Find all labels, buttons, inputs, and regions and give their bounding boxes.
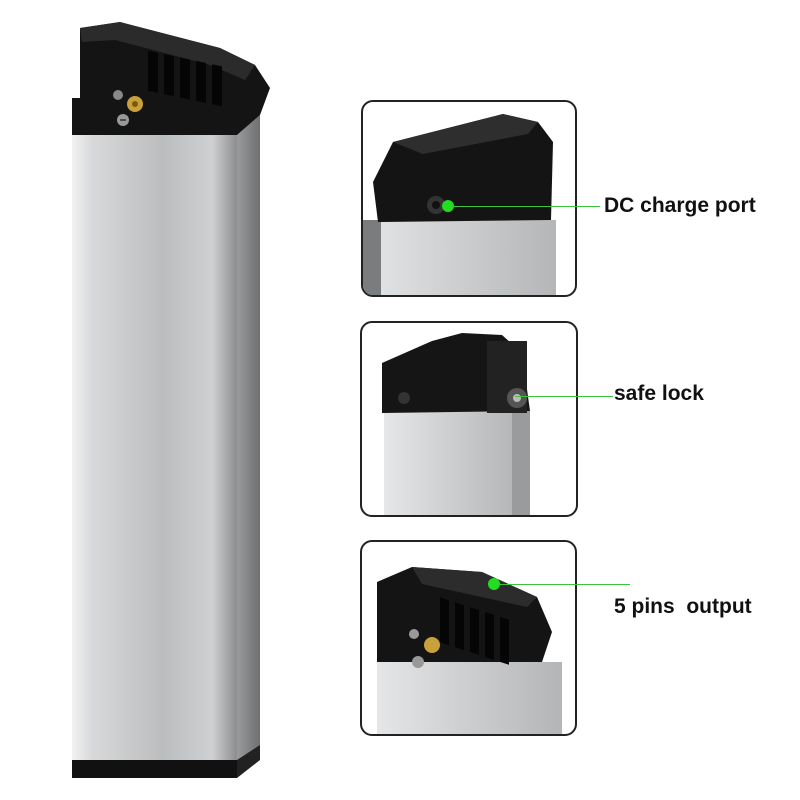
label-safe-lock: safe lock — [614, 382, 704, 405]
battery-pack — [60, 20, 290, 790]
callout-line-5-pins-output — [498, 584, 630, 585]
label-5-pins-output: 5 pins output — [614, 595, 752, 618]
detail-panel-dc-charge-port — [361, 100, 577, 297]
callout-dot-5-pins-output — [488, 578, 500, 590]
callout-dot-dc-charge-port — [442, 200, 454, 212]
callout-line-dc-charge-port — [452, 206, 600, 207]
detail-panel-5-pins-output — [360, 540, 577, 736]
detail-panel-safe-lock — [360, 321, 578, 517]
callout-line-safe-lock — [515, 396, 613, 397]
label-dc-charge-port: DC charge port — [604, 194, 756, 217]
